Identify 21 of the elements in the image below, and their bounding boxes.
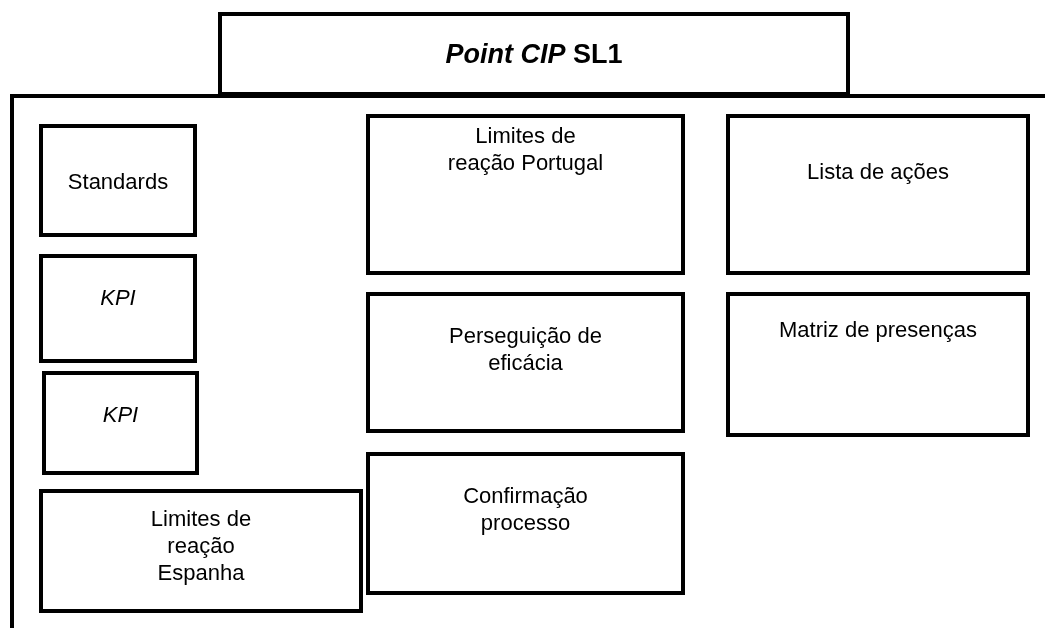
- card-label: Perseguição de eficácia: [448, 322, 603, 376]
- card-box: [726, 292, 1030, 437]
- title-box: [218, 12, 850, 96]
- card-label: Standards: [66, 168, 170, 195]
- card-box: [39, 489, 363, 613]
- card-label: Limites de reação Espanha: [149, 505, 253, 586]
- card-box: [39, 254, 197, 363]
- card-label: Lista de ações: [806, 158, 950, 185]
- card-box: [366, 452, 685, 595]
- card-label: Confirmação processo: [462, 482, 589, 536]
- card-label: KPI: [99, 284, 137, 311]
- card-box: [42, 371, 199, 475]
- board-panel: [10, 94, 1045, 628]
- board-title: Point CIP SL1: [444, 38, 624, 70]
- card-label: Matriz de presenças: [777, 316, 979, 343]
- card-box: [39, 124, 197, 237]
- card-label: Limites de reação Portugal: [446, 122, 605, 176]
- card-label: KPI: [101, 401, 140, 428]
- card-box: [366, 292, 685, 433]
- card-box: [366, 114, 685, 275]
- card-box: [726, 114, 1030, 275]
